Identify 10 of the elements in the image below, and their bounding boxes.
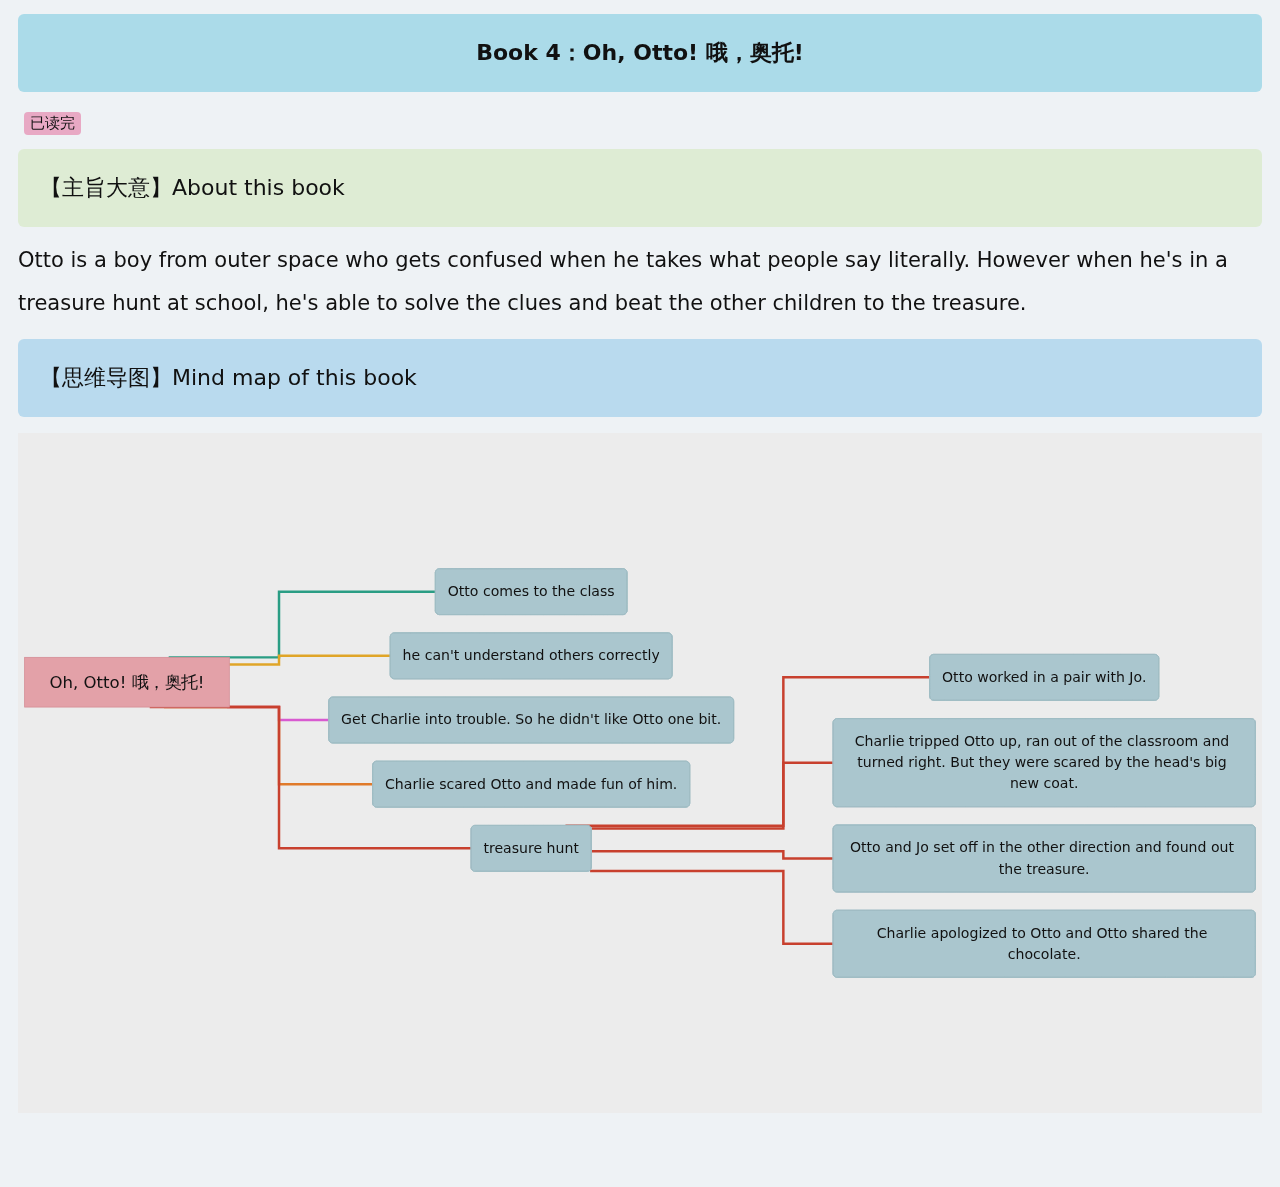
node-box: Oh, Otto! 哦，奥托! <box>24 656 230 708</box>
summary-paragraph: Otto is a boy from outer space who gets confused when he takes what people say literally. However when he's in a treasure hunt at school, he's able to solve the clues and beat the other children to the treasure. <box>18 247 1229 317</box>
connector <box>591 761 835 830</box>
title-banner: Book 4：Oh, Otto! 哦，奥托! <box>18 14 1262 92</box>
status-badge: 已读完 <box>24 112 81 135</box>
connector <box>591 849 835 861</box>
section-heading: 【主旨大意】About this book <box>18 149 1262 227</box>
connector <box>590 869 835 946</box>
section-heading: 【思维导图】Mind map of this book <box>18 339 1262 417</box>
connector <box>229 654 392 666</box>
